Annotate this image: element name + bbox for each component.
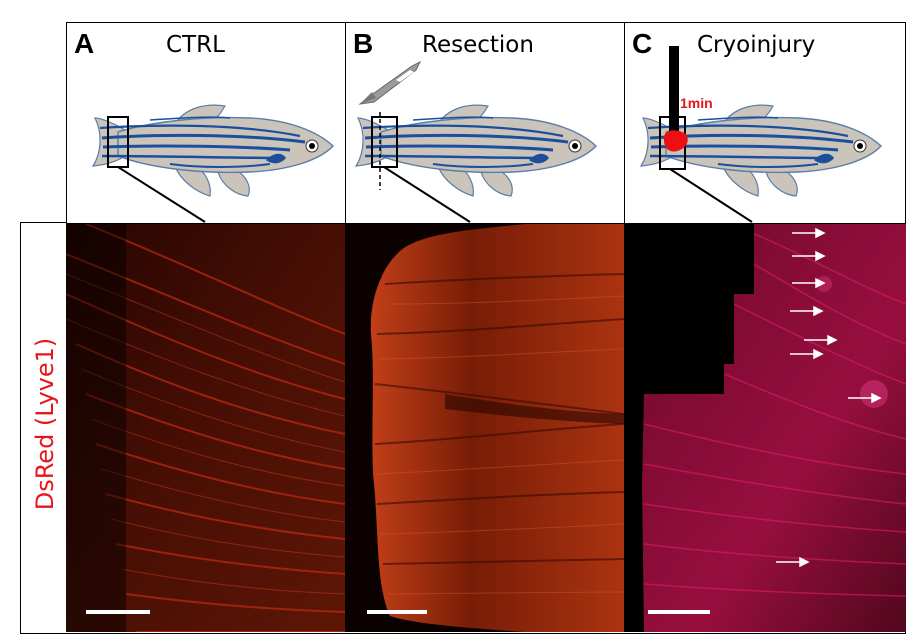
arrow-1 — [792, 227, 826, 239]
panel-c-title: Cryoinjury — [697, 32, 816, 58]
panel-c-scalebar — [648, 610, 710, 614]
panel-a-scalebar — [86, 610, 150, 614]
panel-b-image — [345, 224, 624, 632]
panel-c-image — [624, 224, 906, 632]
arrow-4 — [790, 305, 824, 317]
panel-b-letter: B — [353, 28, 374, 59]
arrow-7 — [848, 392, 882, 404]
arrow-6 — [790, 348, 824, 360]
panel-a-title: CTRL — [166, 32, 225, 58]
panel-a-letter: A — [74, 28, 95, 59]
panel-b-scalebar — [367, 610, 427, 614]
panel-a-image — [66, 224, 345, 632]
arrow-3 — [792, 277, 826, 289]
arrow-5 — [804, 334, 838, 346]
arrow-8 — [776, 556, 810, 568]
panel-c-letter: C — [632, 28, 653, 59]
arrow-2 — [792, 250, 826, 262]
cryo-time-annotation: 1min — [680, 95, 713, 111]
panel-b-title: Resection — [422, 32, 534, 58]
